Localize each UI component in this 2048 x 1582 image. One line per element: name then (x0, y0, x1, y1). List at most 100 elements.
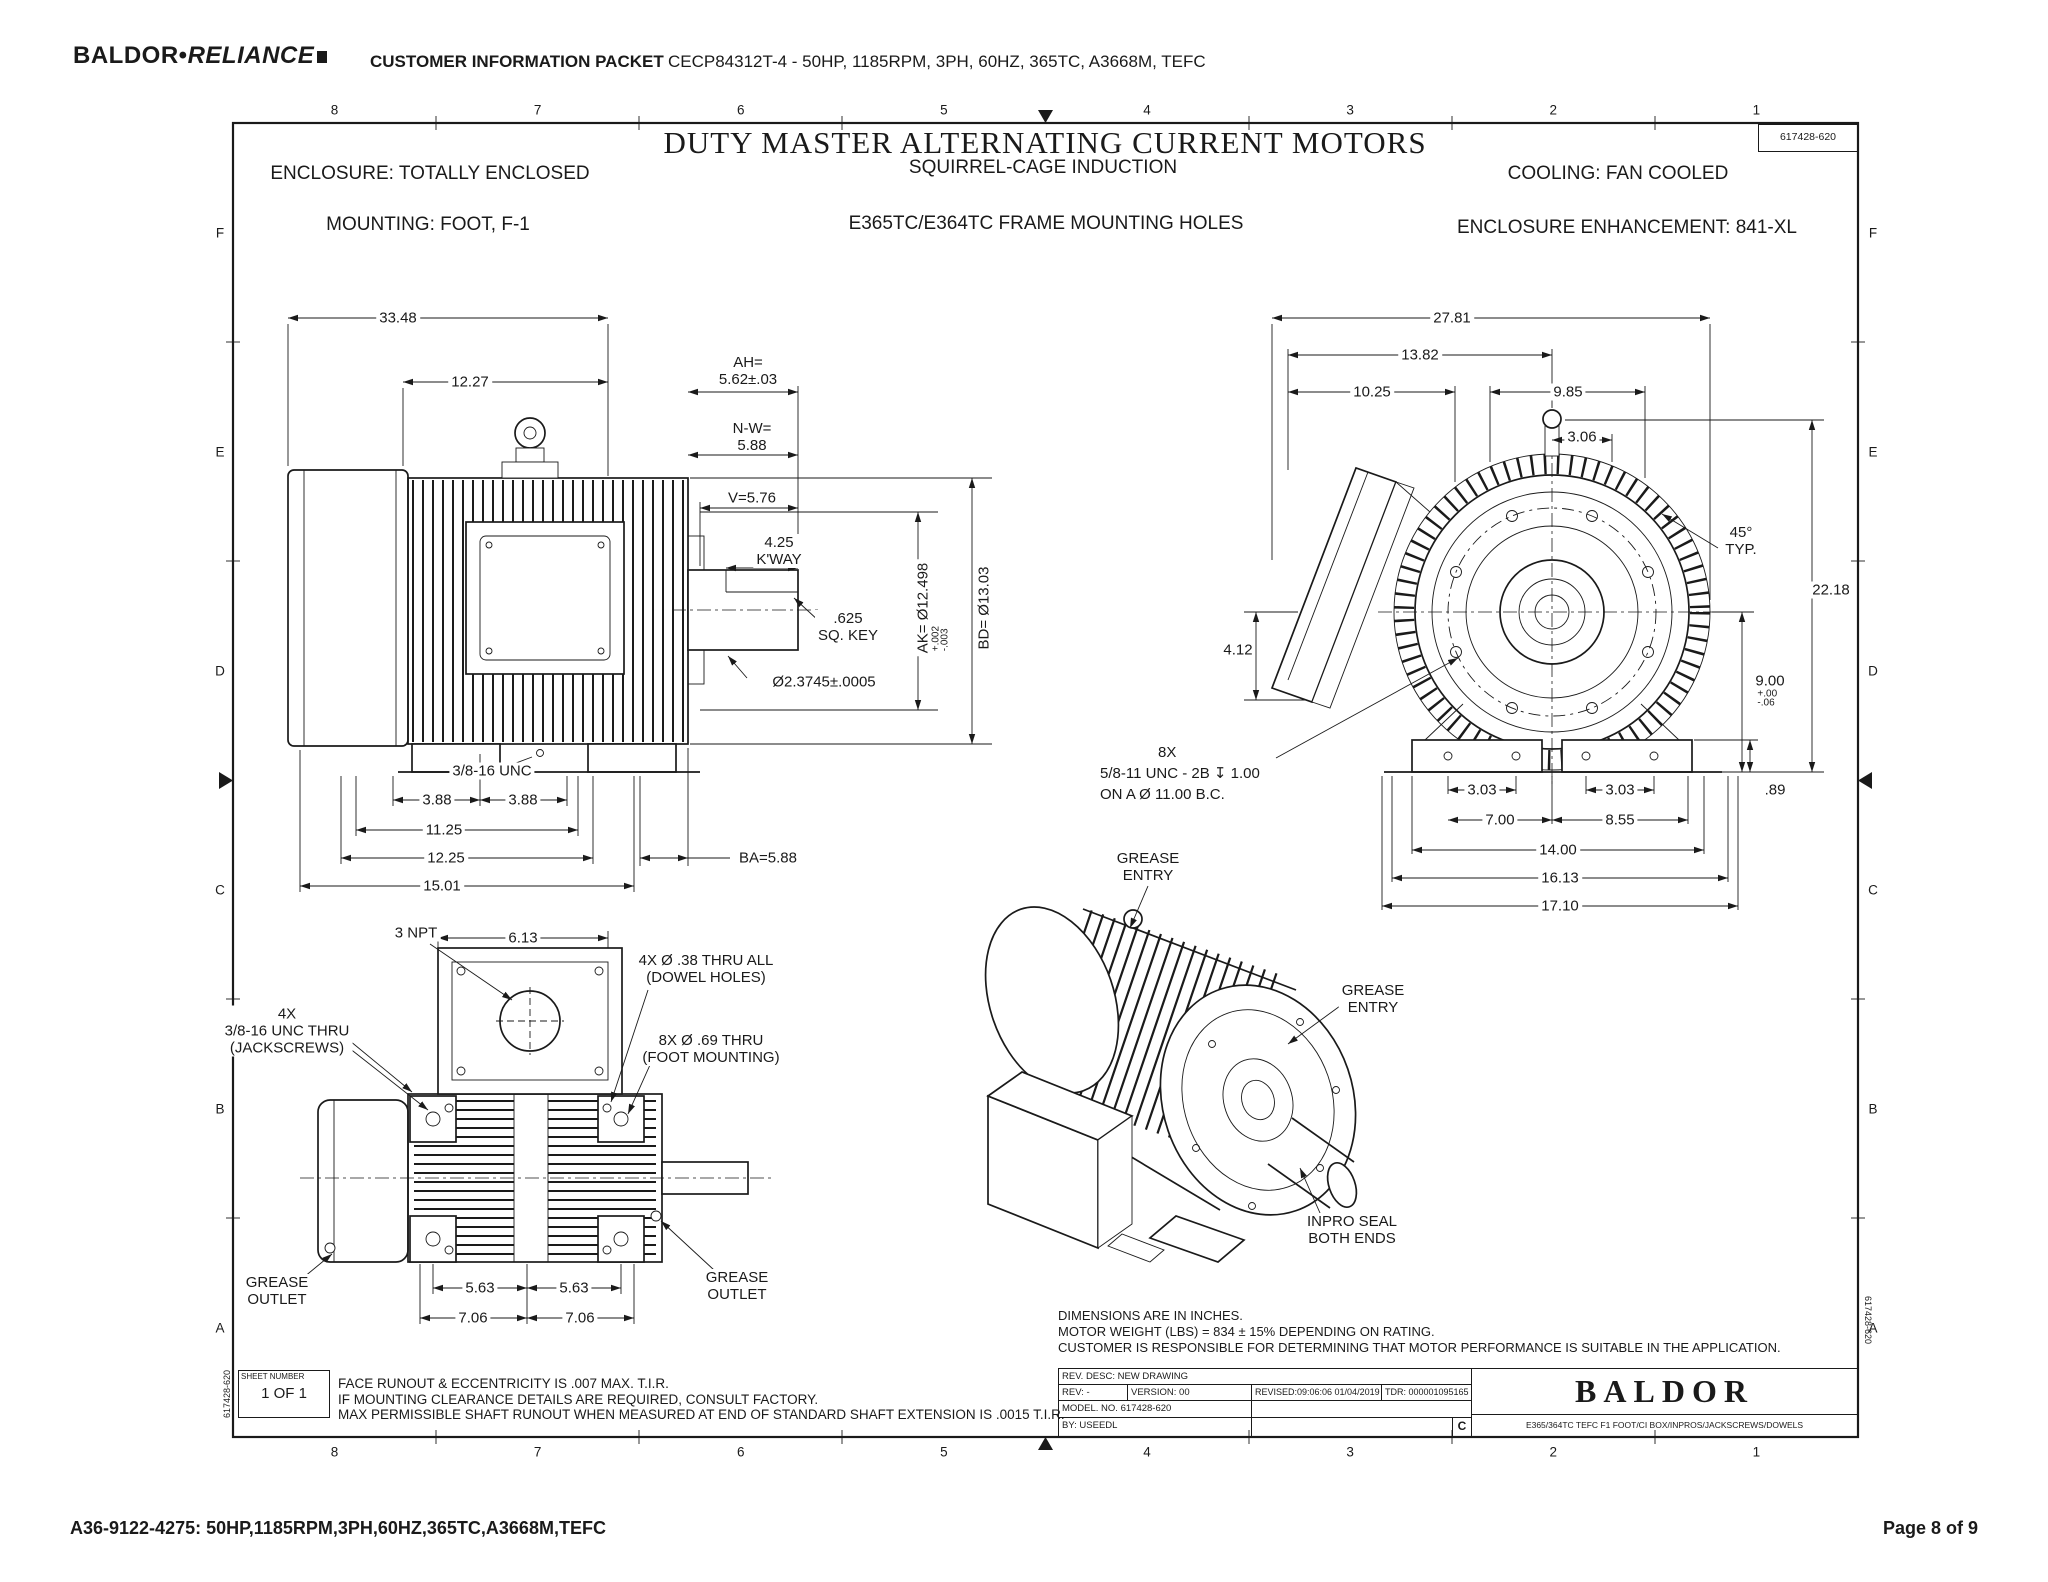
grease-fitting (324, 1242, 336, 1254)
grid-ref-label: 5 (940, 1444, 948, 1460)
center-arrow-left (219, 772, 233, 789)
rev-letter-cell: C (1452, 1417, 1472, 1437)
label-foot-tap: 3/8-16 UNC (449, 762, 535, 780)
dim-ak: AK= Ø12.498+.002-.003 (914, 559, 951, 657)
dim-3-06: 3.06 (1564, 428, 1600, 446)
brand-reliance: RELIANCE (187, 42, 315, 69)
enhancement-title: ENCLOSURE ENHANCEMENT: 841-XL (1457, 217, 1797, 238)
baldor-logo-cell: BALDOR (1471, 1368, 1858, 1415)
grid-ref-label: D (215, 663, 225, 678)
grid-ref-label: 4 (1143, 1444, 1151, 1460)
dim-3-88-a: 3.88 (419, 791, 455, 809)
dim-nw: N-W=5.88 (729, 420, 775, 454)
grid-ref-label: 8 (330, 102, 339, 118)
frame-holes-title: E365TC/E364TC FRAME MOUNTING HOLES (848, 213, 1244, 234)
top-view-drawing (297, 931, 772, 1324)
grid-ref-label: A (1868, 1320, 1878, 1335)
fan-cover (317, 1099, 409, 1263)
note-dowel-holes: 4X Ø .38 THRU ALL(DOWEL HOLES) (635, 952, 777, 986)
dim-9-85: 9.85 (1550, 383, 1586, 401)
grid-ref-label: D (1868, 663, 1878, 678)
fan-cover (287, 469, 409, 747)
eye-bolt (1542, 409, 1562, 429)
sheet-border (219, 110, 1872, 1450)
grid-ref-label: 4 (1143, 102, 1151, 118)
end-view-drawing (1244, 314, 1824, 910)
center-arrow-bottom (1038, 1437, 1053, 1450)
grid-ref-label: 3 (1346, 1444, 1354, 1460)
radial-cooling-fins (1394, 454, 1710, 770)
dim-3-03-a: 3.03 (1464, 781, 1500, 799)
general-notes: FACE RUNOUT & ECCENTRICITY IS .007 MAX. … (338, 1376, 1065, 1422)
side-view-drawing (287, 314, 992, 892)
dim-17-10: 17.10 (1538, 897, 1582, 915)
cooling-title: COOLING: FAN COOLED (1507, 163, 1729, 184)
doc-number-vertical-left: 617428-620 (222, 1369, 232, 1419)
dim-22-18: 22.18 (1809, 581, 1853, 599)
drawing-description-cell: E365/364TC TEFC F1 FOOT/CI BOX/INPROS/JA… (1471, 1414, 1858, 1437)
mounting-title: MOUNTING: FOOT, F-1 (326, 214, 530, 235)
foot-pad (597, 1215, 645, 1263)
dim-bd: BD= Ø13.03 (975, 563, 993, 653)
brand-separator: • (178, 42, 188, 69)
rev-desc-cell: REV. DESC: NEW DRAWING (1058, 1368, 1472, 1385)
isometric-view-drawing (984, 885, 1358, 1263)
brand-logo: BALDOR•RELIANCE (73, 42, 328, 70)
dim-shaft-diameter: Ø2.3745±.0005 (769, 673, 879, 691)
dim-11-25: 11.25 (422, 821, 466, 839)
grid-ref-label: A (215, 1320, 225, 1335)
grid-ref-label: E (1868, 444, 1878, 459)
grid-ref-label: B (1868, 1101, 1878, 1116)
dim-10-25: 10.25 (1350, 383, 1394, 401)
mounting-foot (1148, 1215, 1246, 1263)
center-arrow-right (1858, 772, 1872, 789)
spec-line: CECP84312T-4 - 50HP, 1185RPM, 3PH, 60HZ,… (668, 52, 1206, 71)
conduit-box-side (465, 521, 625, 675)
foot-pad (409, 1215, 457, 1263)
empty-cell (1251, 1417, 1453, 1437)
grid-ref-label: 7 (533, 1444, 542, 1460)
header: BALDOR•RELIANCE CUSTOMER INFORMATION PAC… (0, 0, 2048, 95)
dim-13-82: 13.82 (1398, 346, 1442, 364)
footer-catalog: A36-9122-4275: 50HP,1185RPM,3PH,60HZ,365… (70, 1518, 606, 1538)
cooling-fins (1029, 910, 1279, 1154)
revised-cell: REVISED:09:06:06 01/04/2019 (1251, 1384, 1382, 1401)
grid-ref-label: 2 (1549, 1444, 1558, 1460)
dim-v: V=5.76 (725, 489, 779, 507)
dim-27-81: 27.81 (1430, 309, 1474, 327)
label-npt: 3 NPT (391, 924, 441, 942)
dim-5-63-b: 5.63 (556, 1279, 592, 1297)
grid-ref-label: B (215, 1101, 225, 1116)
empty-cell (1251, 1400, 1472, 1418)
grid-ref-label: 3 (1346, 102, 1354, 118)
grid-ref-label: C (1868, 882, 1878, 897)
sheet-number-label: SHEET NUMBER (241, 1372, 305, 1381)
grid-ref-label: 5 (940, 102, 948, 118)
title-block: REV. DESC: NEW DRAWING REV: - VERSION: 0… (1058, 1368, 1858, 1437)
dim-14-00: 14.00 (1536, 841, 1580, 859)
packet-title: CUSTOMER INFORMATION PACKET (370, 52, 664, 71)
dim-7-06-b: 7.06 (562, 1309, 598, 1327)
note-face-bolts: 8X 5/8-11 UNC - 2B ↧ 1.00 ON A Ø 11.00 B… (1100, 742, 1260, 805)
dim-overall-length: 33.48 (376, 309, 420, 327)
by-cell: BY: USEEDL (1058, 1417, 1252, 1437)
model-no-cell: MODEL. NO. 617428-620 (1058, 1400, 1252, 1418)
dim-4-12: 4.12 (1220, 641, 1256, 659)
drawing-subtitle: SQUIRREL-CAGE INDUCTION (908, 157, 1178, 178)
grid-ref-label: 6 (737, 1444, 745, 1460)
shaft (1326, 1161, 1358, 1209)
grid-ref-label: F (215, 225, 225, 240)
rev-cell: REV: - (1058, 1384, 1128, 1401)
grid-ref-label: 6 (737, 102, 745, 118)
grid-ref-label: 8 (330, 1444, 339, 1460)
dim-8-55: 8.55 (1602, 811, 1638, 829)
grid-ref-label: 1 (1752, 1444, 1761, 1460)
eye-bolt (1123, 909, 1143, 929)
fan-cover (984, 906, 1120, 1094)
